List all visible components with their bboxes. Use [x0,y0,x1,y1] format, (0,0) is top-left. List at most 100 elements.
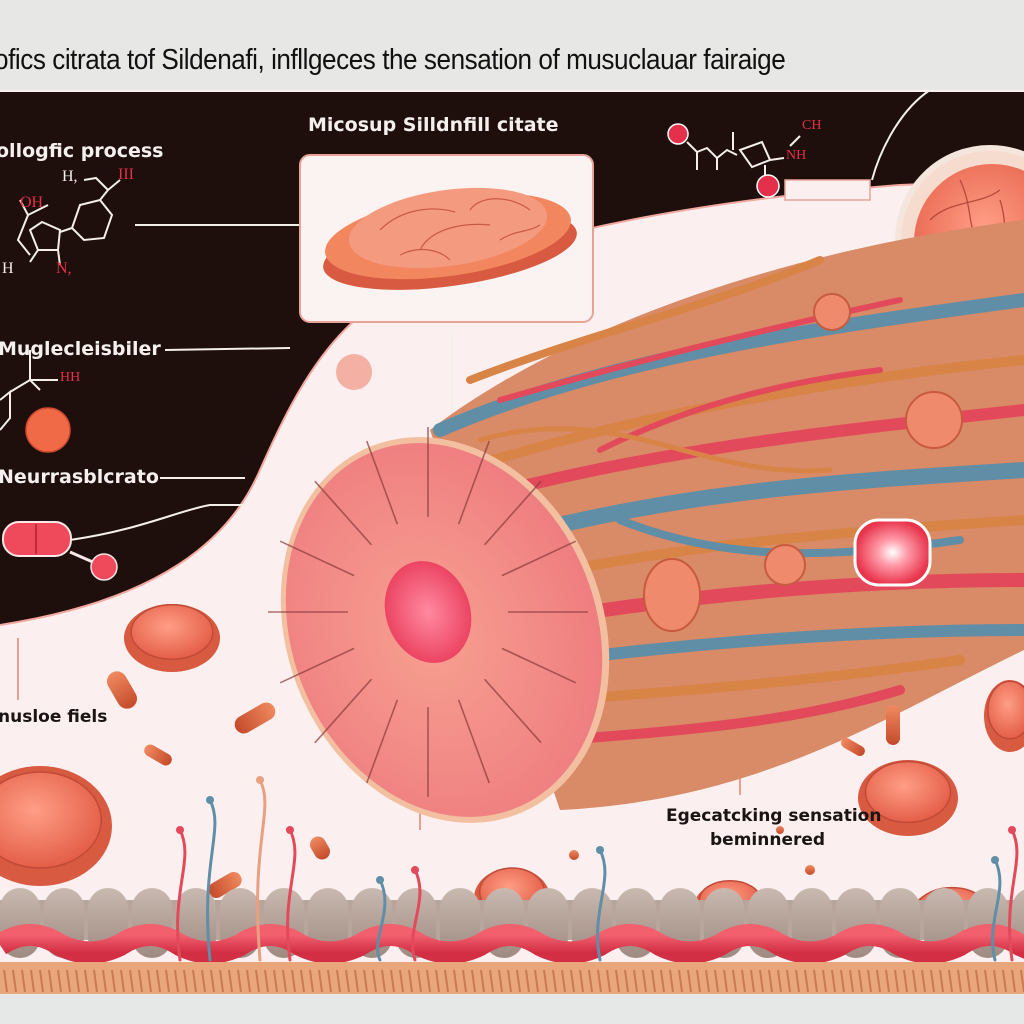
label-eyecatching-1: Egecatcking sensation [666,806,882,826]
connector-lines [69,89,931,541]
tissue-stripe [21,969,26,993]
disc-ray [279,540,355,577]
tissue-stripe [480,969,485,993]
glowing-capsule [853,518,932,587]
pill [208,872,242,898]
tissue-stripe [948,969,953,993]
tissue-stripe [714,969,719,993]
tissue-stripe [444,969,449,993]
tissue-stripe [372,969,377,993]
chem-iii: III [118,166,134,183]
tissue-stripe [201,969,206,993]
tissue-stripe [246,969,251,993]
tissue-stripe [129,969,134,993]
nerve-sprout [376,878,387,962]
pill [841,738,865,756]
tissue-stripe [750,969,755,993]
tissue-stripe [462,969,467,993]
tissue-stripe [363,969,368,993]
tissue-stripe [579,969,584,993]
tissue-stripe [939,969,944,993]
tissue-stripe [1011,969,1016,993]
tissue-stripe [291,969,296,993]
nerve-tip [176,826,184,834]
tissue-stripe [345,969,350,993]
nerve-tip [1008,826,1016,834]
pill [144,744,172,766]
tissue-stripe [93,969,98,993]
tissue-stripe [876,969,881,993]
tissue-stripe [381,969,386,993]
tissue-stripe [822,969,827,993]
nerve-tip [286,826,294,834]
nerve-sprout [176,828,187,962]
tissue-stripe [228,969,233,993]
tissue-stripe [111,969,116,993]
tissue-stripe [48,969,53,993]
tissue-stripe [3,969,8,993]
label-process: ollogfic process [0,140,164,162]
disc-ray [483,480,542,546]
nerve-sprout [286,828,297,962]
tissue-stripe [84,969,89,993]
chem-h-bottom: H [2,260,14,277]
cell-disc-top [130,604,214,660]
muscle-cross-section [268,427,610,823]
tissue-stripe [858,969,863,993]
tissue-stripe [768,969,773,993]
tissue-stripe [921,969,926,993]
nerve-tip [376,876,384,884]
molecule-structure-mid [0,350,58,431]
tissue-stripe [75,969,80,993]
tissue-stripe [570,969,575,993]
nerve-sprout [1008,828,1019,962]
tissue-stripe [183,969,188,993]
tissue-stripe [138,969,143,993]
tissue-stripe [237,969,242,993]
tissue-stripe [597,969,602,993]
tissue-stripe [147,969,152,993]
tissue-stripe [615,969,620,993]
disc-ray [314,678,373,744]
tissue-stripe [390,969,395,993]
disc-ray [366,699,399,784]
pill [107,671,137,709]
nerve-tip [411,866,419,874]
tissue-stripe [516,969,521,993]
tissue-stripe [840,969,845,993]
pill [310,836,330,860]
tissue-stripe [453,969,458,993]
tissue-stripe [804,969,809,993]
tissue-stripe [192,969,197,993]
tissue-stripe [777,969,782,993]
nerve-sprout [206,798,217,962]
tissue-stripe [39,969,44,993]
disc-ray [314,480,373,546]
tissue-stripe [696,969,701,993]
tissue-stripe [849,969,854,993]
tissue-stripe [912,969,917,993]
tissue-stripe [984,969,989,993]
tissue-stripe [489,969,494,993]
tissue-stripe [867,969,872,993]
tissue-stripe [723,969,728,993]
tissue-stripe [705,969,710,993]
tissue-stripe [795,969,800,993]
tissue-stripe [264,969,269,993]
tissue-stripe [471,969,476,993]
tissue-stripe [156,969,161,993]
nerve-sprout [256,778,267,962]
tissue-stripe [561,969,566,993]
tissue-stripe [255,969,260,993]
disc-ray [501,647,577,684]
pill [776,826,784,834]
tissue-stripe [885,969,890,993]
tissue-layer [0,888,1024,994]
tissue-stripe [831,969,836,993]
tissue-stripe [354,969,359,993]
nerve-tip [256,776,264,784]
tissue-stripe [66,969,71,993]
cell-disc-top [864,760,952,824]
nerve-tip [206,796,214,804]
nerve-sprout [411,868,422,962]
